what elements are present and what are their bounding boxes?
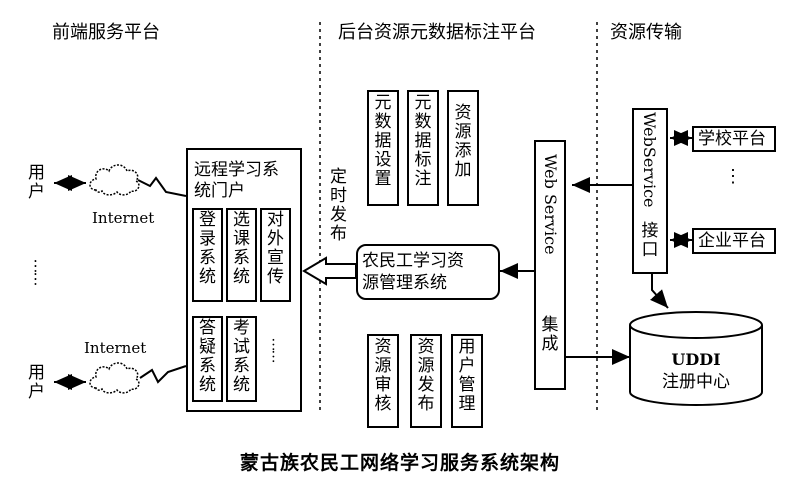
portal-title: 远程学习系 统门户 bbox=[194, 160, 279, 201]
webservice-integration-rotated: Web Service bbox=[541, 154, 560, 255]
metadata-setup-label: 元 数 据 设 置 bbox=[374, 93, 392, 189]
uddi-registry-label: 注册中心 bbox=[662, 372, 730, 392]
scheduled-publish-label: 定 时 发 布 bbox=[330, 167, 347, 244]
figure-caption: 蒙古族农民工网络学习服务系统架构 bbox=[239, 452, 560, 474]
resource-manager-box bbox=[356, 244, 500, 300]
school-platform-label: 学校平台 bbox=[698, 129, 766, 149]
resource-release-box bbox=[410, 334, 442, 428]
webservice-interface-box bbox=[632, 108, 668, 274]
portal-more-ellipsis: …… bbox=[268, 337, 285, 362]
link-cloud-top-portal bbox=[137, 176, 187, 197]
cloud-icon-top bbox=[89, 164, 140, 196]
internet-label-bottom: Internet bbox=[84, 339, 147, 357]
exam-system-box bbox=[226, 316, 257, 402]
resource-audit-box bbox=[367, 334, 399, 428]
user-label-bottom: 用 户 bbox=[28, 363, 45, 402]
resource-manager-label: 农民工学习资 源管理系统 bbox=[362, 251, 464, 293]
section-resource-transfer: 资源传输 bbox=[610, 22, 682, 43]
webservice-integration-cn: 集 成 bbox=[541, 315, 559, 354]
section-front-platform: 前端服务平台 bbox=[52, 22, 160, 43]
uddi-cylinder bbox=[629, 311, 763, 406]
resource-add-label: 资 源 添 加 bbox=[454, 103, 472, 180]
uddi-label: UDDI bbox=[671, 350, 721, 369]
platforms-ellipsis: ⋮ bbox=[724, 166, 742, 187]
users-ellipsis: …… bbox=[30, 258, 49, 285]
arrow-interface-to-uddi bbox=[650, 272, 669, 309]
metadata-tagging-label: 元 数 据 标 注 bbox=[414, 93, 432, 189]
resource-audit-label: 资 源 审 核 bbox=[374, 337, 392, 414]
webservice-integration-box bbox=[534, 140, 566, 390]
metadata-tagging-box bbox=[407, 90, 439, 206]
login-system-box bbox=[192, 208, 223, 302]
webservice-interface-cn: 接 口 bbox=[641, 221, 659, 260]
publicity-box bbox=[260, 208, 291, 302]
resource-release-label: 资 源 发 布 bbox=[417, 337, 435, 414]
exam-system-label: 考 试 系 统 bbox=[233, 318, 250, 395]
course-system-box bbox=[226, 208, 257, 302]
resource-add-box bbox=[447, 90, 479, 206]
arrow-publish-hollow bbox=[302, 256, 357, 286]
qa-system-box bbox=[192, 316, 223, 402]
user-management-box bbox=[451, 334, 483, 428]
user-label-top: 用 户 bbox=[28, 163, 45, 202]
enterprise-platform-label: 企业平台 bbox=[698, 231, 766, 251]
webservice-interface-rotated: WebService bbox=[640, 112, 659, 208]
login-system-label: 登 录 系 统 bbox=[199, 210, 216, 287]
user-management-label: 用 户 管 理 bbox=[458, 337, 476, 414]
school-platform-box bbox=[692, 126, 776, 152]
section-backend-platform: 后台资源元数据标注平台 bbox=[338, 22, 536, 43]
cloud-icon-bottom bbox=[89, 362, 140, 394]
publicity-label: 对 外 宣 传 bbox=[267, 210, 284, 287]
metadata-setup-box bbox=[367, 90, 399, 206]
qa-system-label: 答 疑 系 统 bbox=[199, 318, 216, 395]
course-system-label: 选 课 系 统 bbox=[233, 210, 250, 287]
link-cloud-bottom-portal bbox=[139, 365, 187, 384]
enterprise-platform-box bbox=[692, 228, 776, 254]
internet-label-top: Internet bbox=[92, 209, 155, 227]
